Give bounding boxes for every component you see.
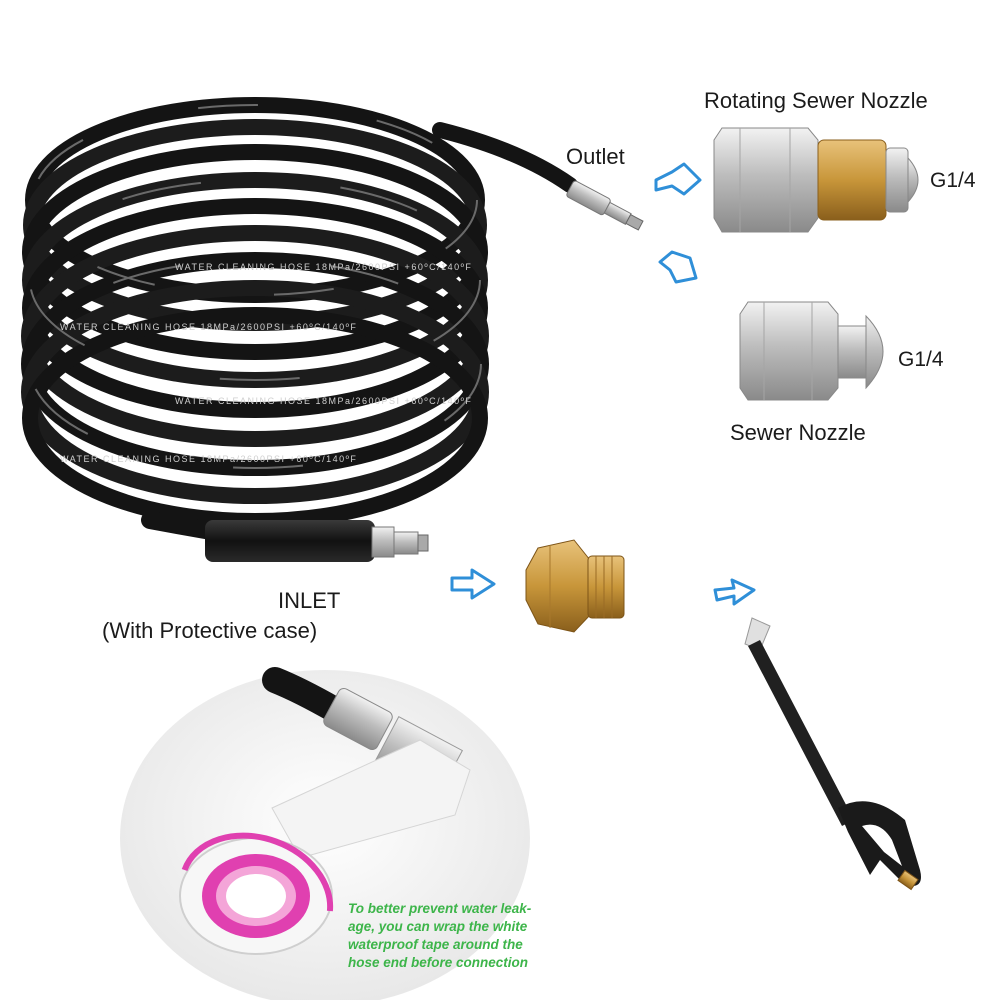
hose-print: WATER CLEANING HOSE 18MPa/2600PSI +60ºC/… (60, 262, 472, 464)
sewer-nozzle-label: Sewer Nozzle (730, 420, 866, 445)
hose-print-line: WATER CLEANING HOSE 18MPa/2600PSI +60ºC/… (175, 262, 472, 272)
tip-line: age, you can wrap the white (348, 919, 528, 935)
arrow-icon (654, 162, 702, 196)
hose-print-line: WATER CLEANING HOSE 18MPa/2600PSI +60ºC/… (60, 322, 357, 332)
sewer-nozzle-image (739, 301, 884, 401)
arrow-icons (450, 162, 756, 606)
hose-print-line: WATER CLEANING HOSE 18MPa/2600PSI +60ºC/… (175, 396, 472, 406)
brass-adapter-image (525, 539, 625, 633)
inlet-label: INLET (278, 588, 341, 613)
thread-size-label-sewer: G1/4 (898, 348, 944, 371)
tip-line: waterproof tape around the (348, 937, 523, 953)
hose-coil (21, 97, 489, 529)
inlet-note-label: (With Protective case) (102, 618, 318, 643)
tip-line: To better prevent water leak- (348, 901, 532, 916)
arrow-icon (658, 250, 698, 284)
arrow-icon (450, 568, 496, 600)
rotating-sewer-nozzle-label: Rotating Sewer Nozzle (704, 88, 928, 113)
tape-inset (120, 667, 530, 1000)
hose-inlet-end (141, 511, 429, 562)
outlet-label: Outlet (566, 144, 625, 169)
hose-outlet-end (432, 122, 644, 231)
arrow-icon (713, 578, 756, 606)
tape-tip-text: To better prevent water leak- age, you c… (348, 900, 578, 972)
thread-size-label-rotating: G1/4 (930, 169, 976, 192)
hose-print-line: WATER CLEANING HOSE 18MPa/2600PSI +60ºC/… (60, 454, 357, 464)
spray-gun-image (744, 617, 921, 891)
rotating-sewer-nozzle-image (713, 127, 919, 233)
tip-line: hose end before connection (348, 955, 529, 971)
